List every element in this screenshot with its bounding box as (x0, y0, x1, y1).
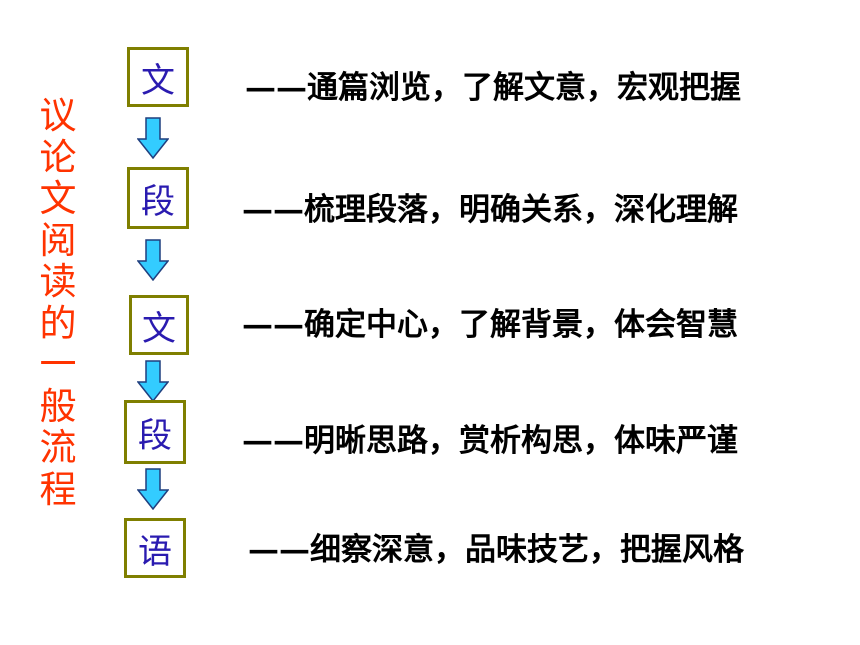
step-description-5: ——细察深意，品味技艺，把握风格 (248, 532, 744, 568)
step-box-4: 段 (124, 400, 186, 464)
title-char: 般 (39, 384, 77, 428)
down-arrow-icon (137, 468, 169, 510)
step-box-3: 文 (129, 295, 189, 355)
step-box-label: 段 (141, 181, 175, 222)
title-char: 文 (39, 177, 77, 220)
title-char: 程 (39, 467, 77, 511)
step-description-2: ——梳理段落，明确关系，深化理解 (242, 192, 738, 228)
title-char: 一 (39, 343, 77, 386)
step-description-1: ——通篇浏览，了解文意，宏观把握 (245, 70, 741, 106)
step-box-label: 文 (141, 60, 175, 101)
down-arrow-icon (137, 239, 169, 281)
down-arrow-icon (137, 360, 169, 402)
step-description-4: ——明晰思路，赏析构思，体味严谨 (242, 423, 738, 459)
down-arrow-icon (137, 117, 169, 159)
title-char: 议 (39, 94, 77, 137)
step-description-3: ——确定中心，了解背景，体会智慧 (242, 307, 738, 343)
title-char: 的 (39, 301, 77, 345)
title-char: 流 (39, 426, 77, 469)
step-box-label: 文 (142, 308, 176, 349)
step-box-1: 文 (127, 47, 189, 107)
title-char: 论 (39, 135, 77, 179)
step-box-5: 语 (124, 518, 186, 578)
step-box-label: 段 (138, 415, 172, 456)
step-box-2: 段 (127, 167, 189, 229)
step-box-label: 语 (138, 531, 172, 572)
process-title: 议 论 文 阅 读 的 一 般 流 程 (36, 95, 80, 510)
title-char: 读 (39, 260, 77, 303)
title-char: 阅 (39, 218, 77, 262)
